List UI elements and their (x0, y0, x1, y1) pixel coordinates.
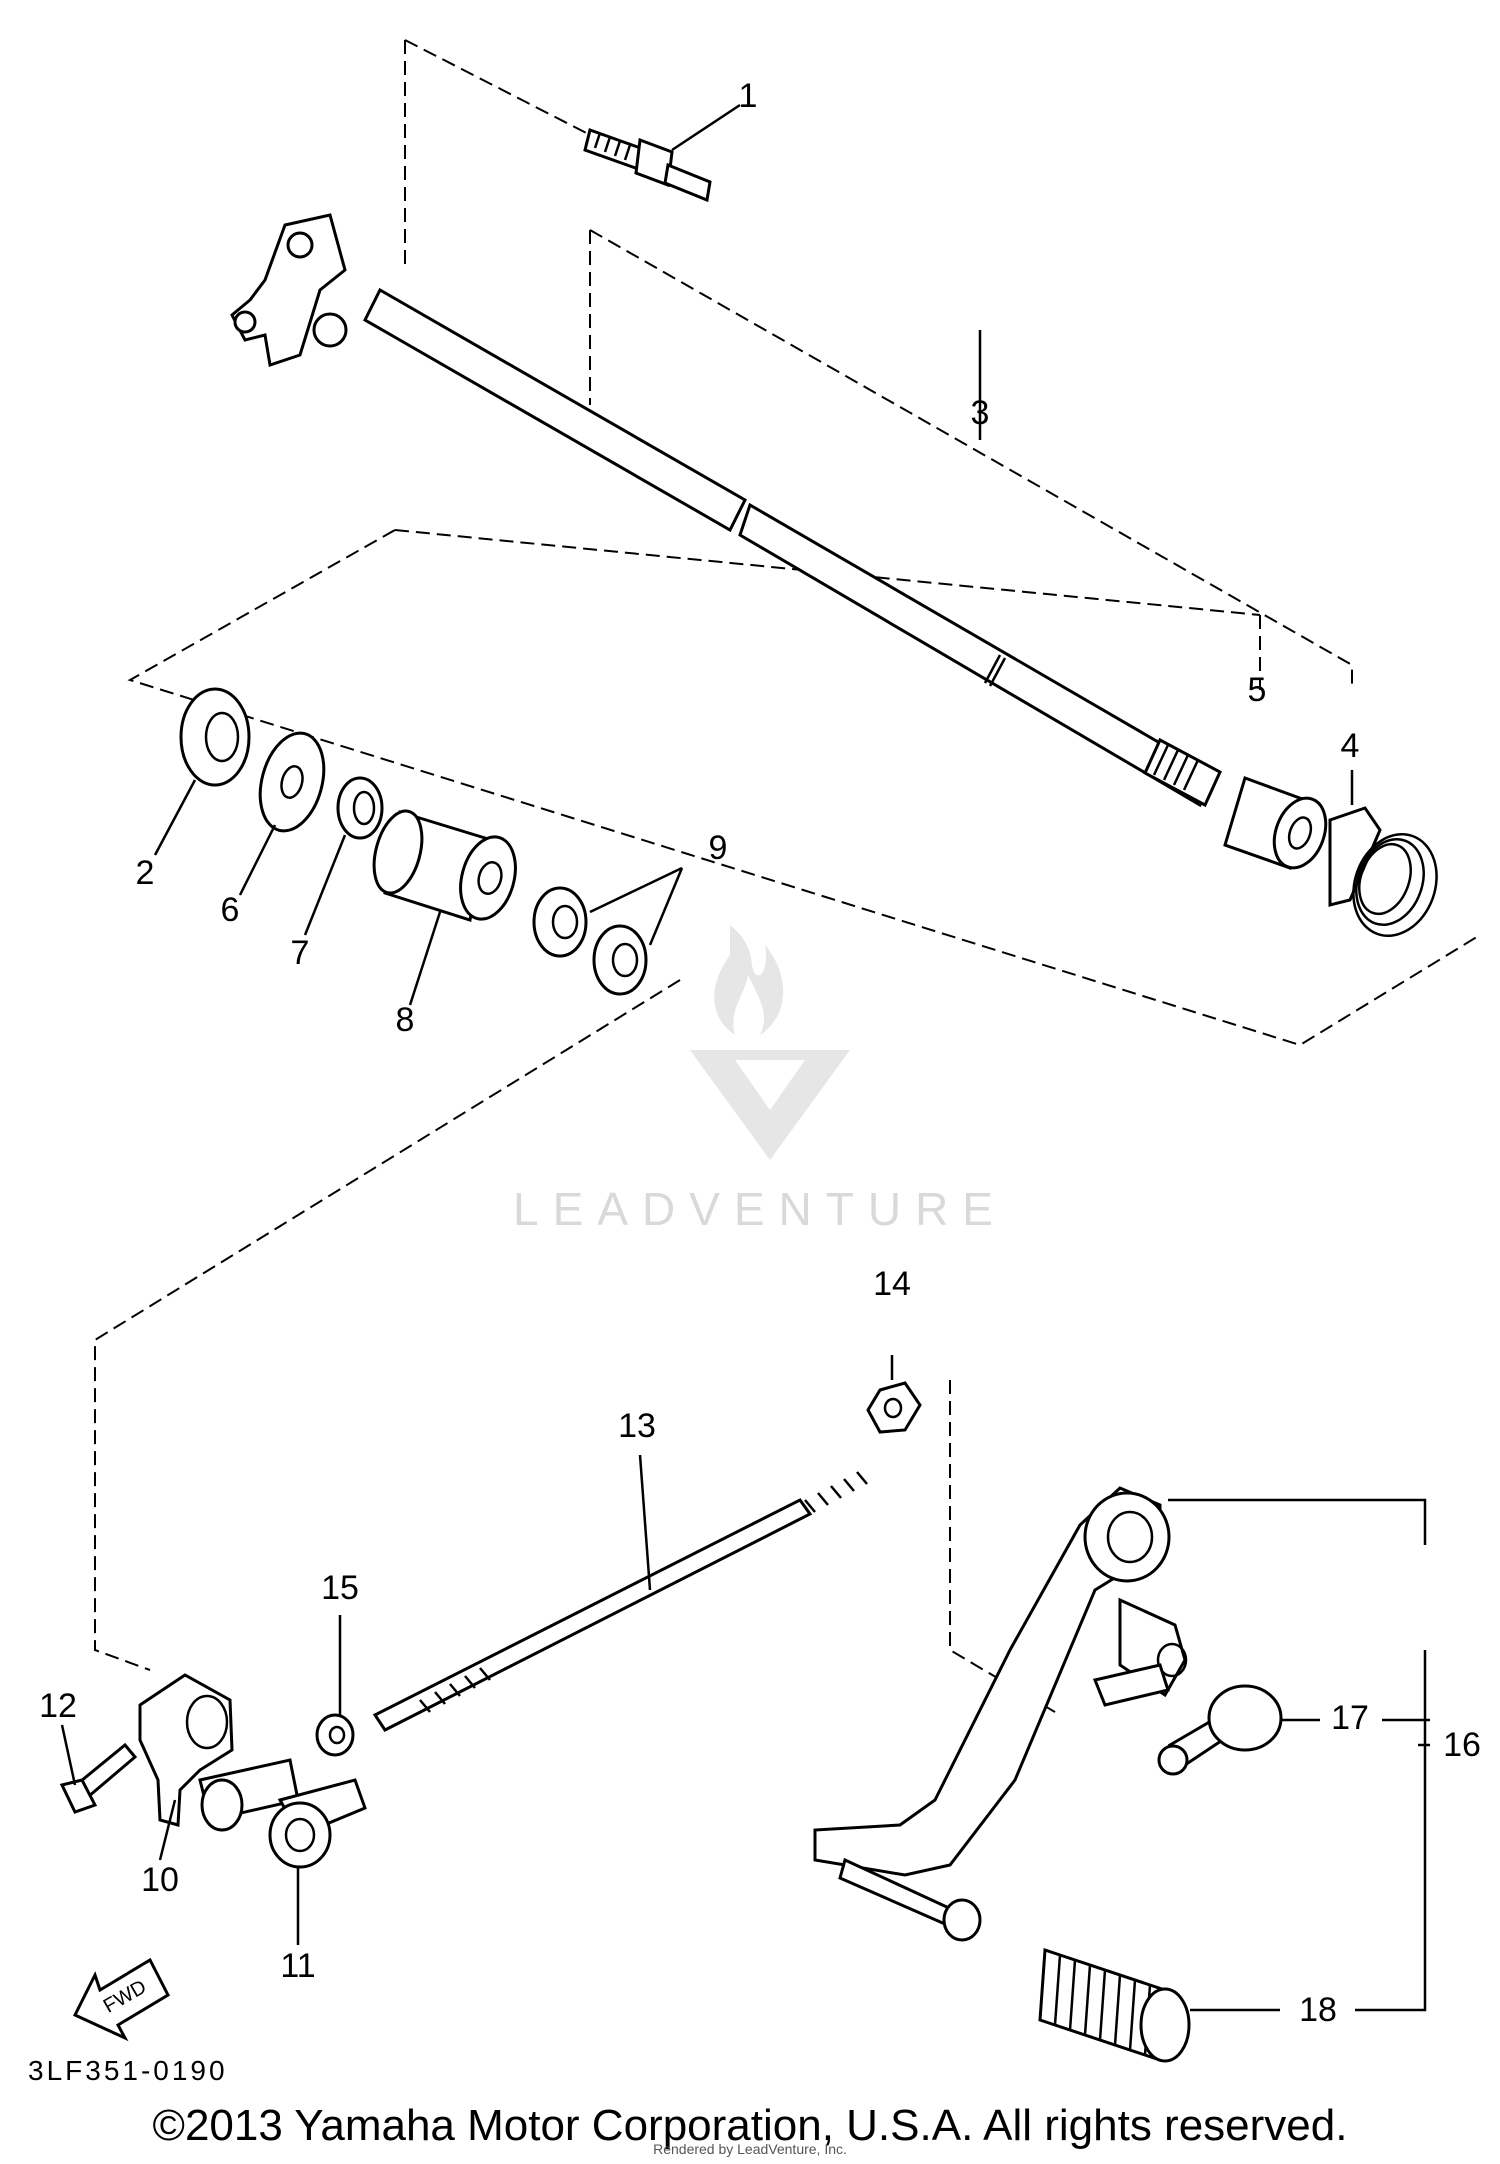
callout-5: 5 (1248, 671, 1267, 709)
callout-6: 6 (221, 891, 240, 929)
part-7-circlip (303, 776, 384, 936)
callout-13: 13 (618, 1407, 656, 1445)
callout-1: 1 (739, 77, 758, 115)
callout-12: 12 (39, 1687, 77, 1725)
part-9-oil-seals (532, 866, 684, 996)
part-2-oil-seal (153, 687, 251, 856)
part-13-shift-rod (372, 1454, 868, 1732)
rendered-by-note: Rendered by LeadVenture, Inc. (653, 2141, 847, 2157)
part-14-nut (866, 1355, 922, 1434)
watermark-brand: LEADVENTURE (513, 1183, 1007, 1235)
fwd-direction-arrow: FWD (72, 1957, 170, 2042)
part-18-pedal-rubber (1038, 1947, 1280, 2063)
callout-3: 3 (971, 394, 990, 432)
callout-14: 14 (873, 1265, 911, 1303)
callout-11: 11 (280, 1947, 315, 1985)
assembly-outlines (94, 39, 1481, 1716)
callout-7: 7 (291, 934, 310, 972)
part-11-rod-joint (268, 1778, 367, 1945)
callout-numbers: 1 2 3 4 5 6 7 8 9 10 11 12 13 14 15 16 1… (39, 77, 1481, 2029)
drawing-code: 3LF351-0190 (28, 2055, 228, 2086)
part-12-bolt (59, 1724, 138, 1814)
callout-17: 17 (1331, 1699, 1369, 1737)
callout-18: 18 (1299, 1991, 1337, 2029)
part-1-stopper-bolt (583, 103, 741, 203)
callout-4: 4 (1341, 727, 1360, 765)
callout-16: 16 (1443, 1726, 1481, 1764)
part-15-nut (315, 1615, 355, 1757)
copyright-footer: ©2013 Yamaha Motor Corporation, U.S.A. A… (153, 2101, 1348, 2150)
part-8-collar (372, 809, 517, 1006)
part-4-torsion-spring (1328, 770, 1438, 937)
part-3-shift-shaft (230, 213, 1222, 808)
part-17-rod-joint (1157, 1684, 1430, 1776)
callout-8: 8 (396, 1001, 415, 1039)
callout-15: 15 (321, 1569, 359, 1607)
callout-9: 9 (709, 829, 728, 867)
callout-2: 2 (136, 854, 155, 892)
part-16-shift-pedal (813, 1486, 1430, 2012)
part-6-washer (238, 731, 326, 896)
part-5-collar (1223, 776, 1328, 870)
leadventure-watermark: LEADVENTURE (513, 925, 1007, 1235)
callout-10: 10 (141, 1861, 179, 1899)
